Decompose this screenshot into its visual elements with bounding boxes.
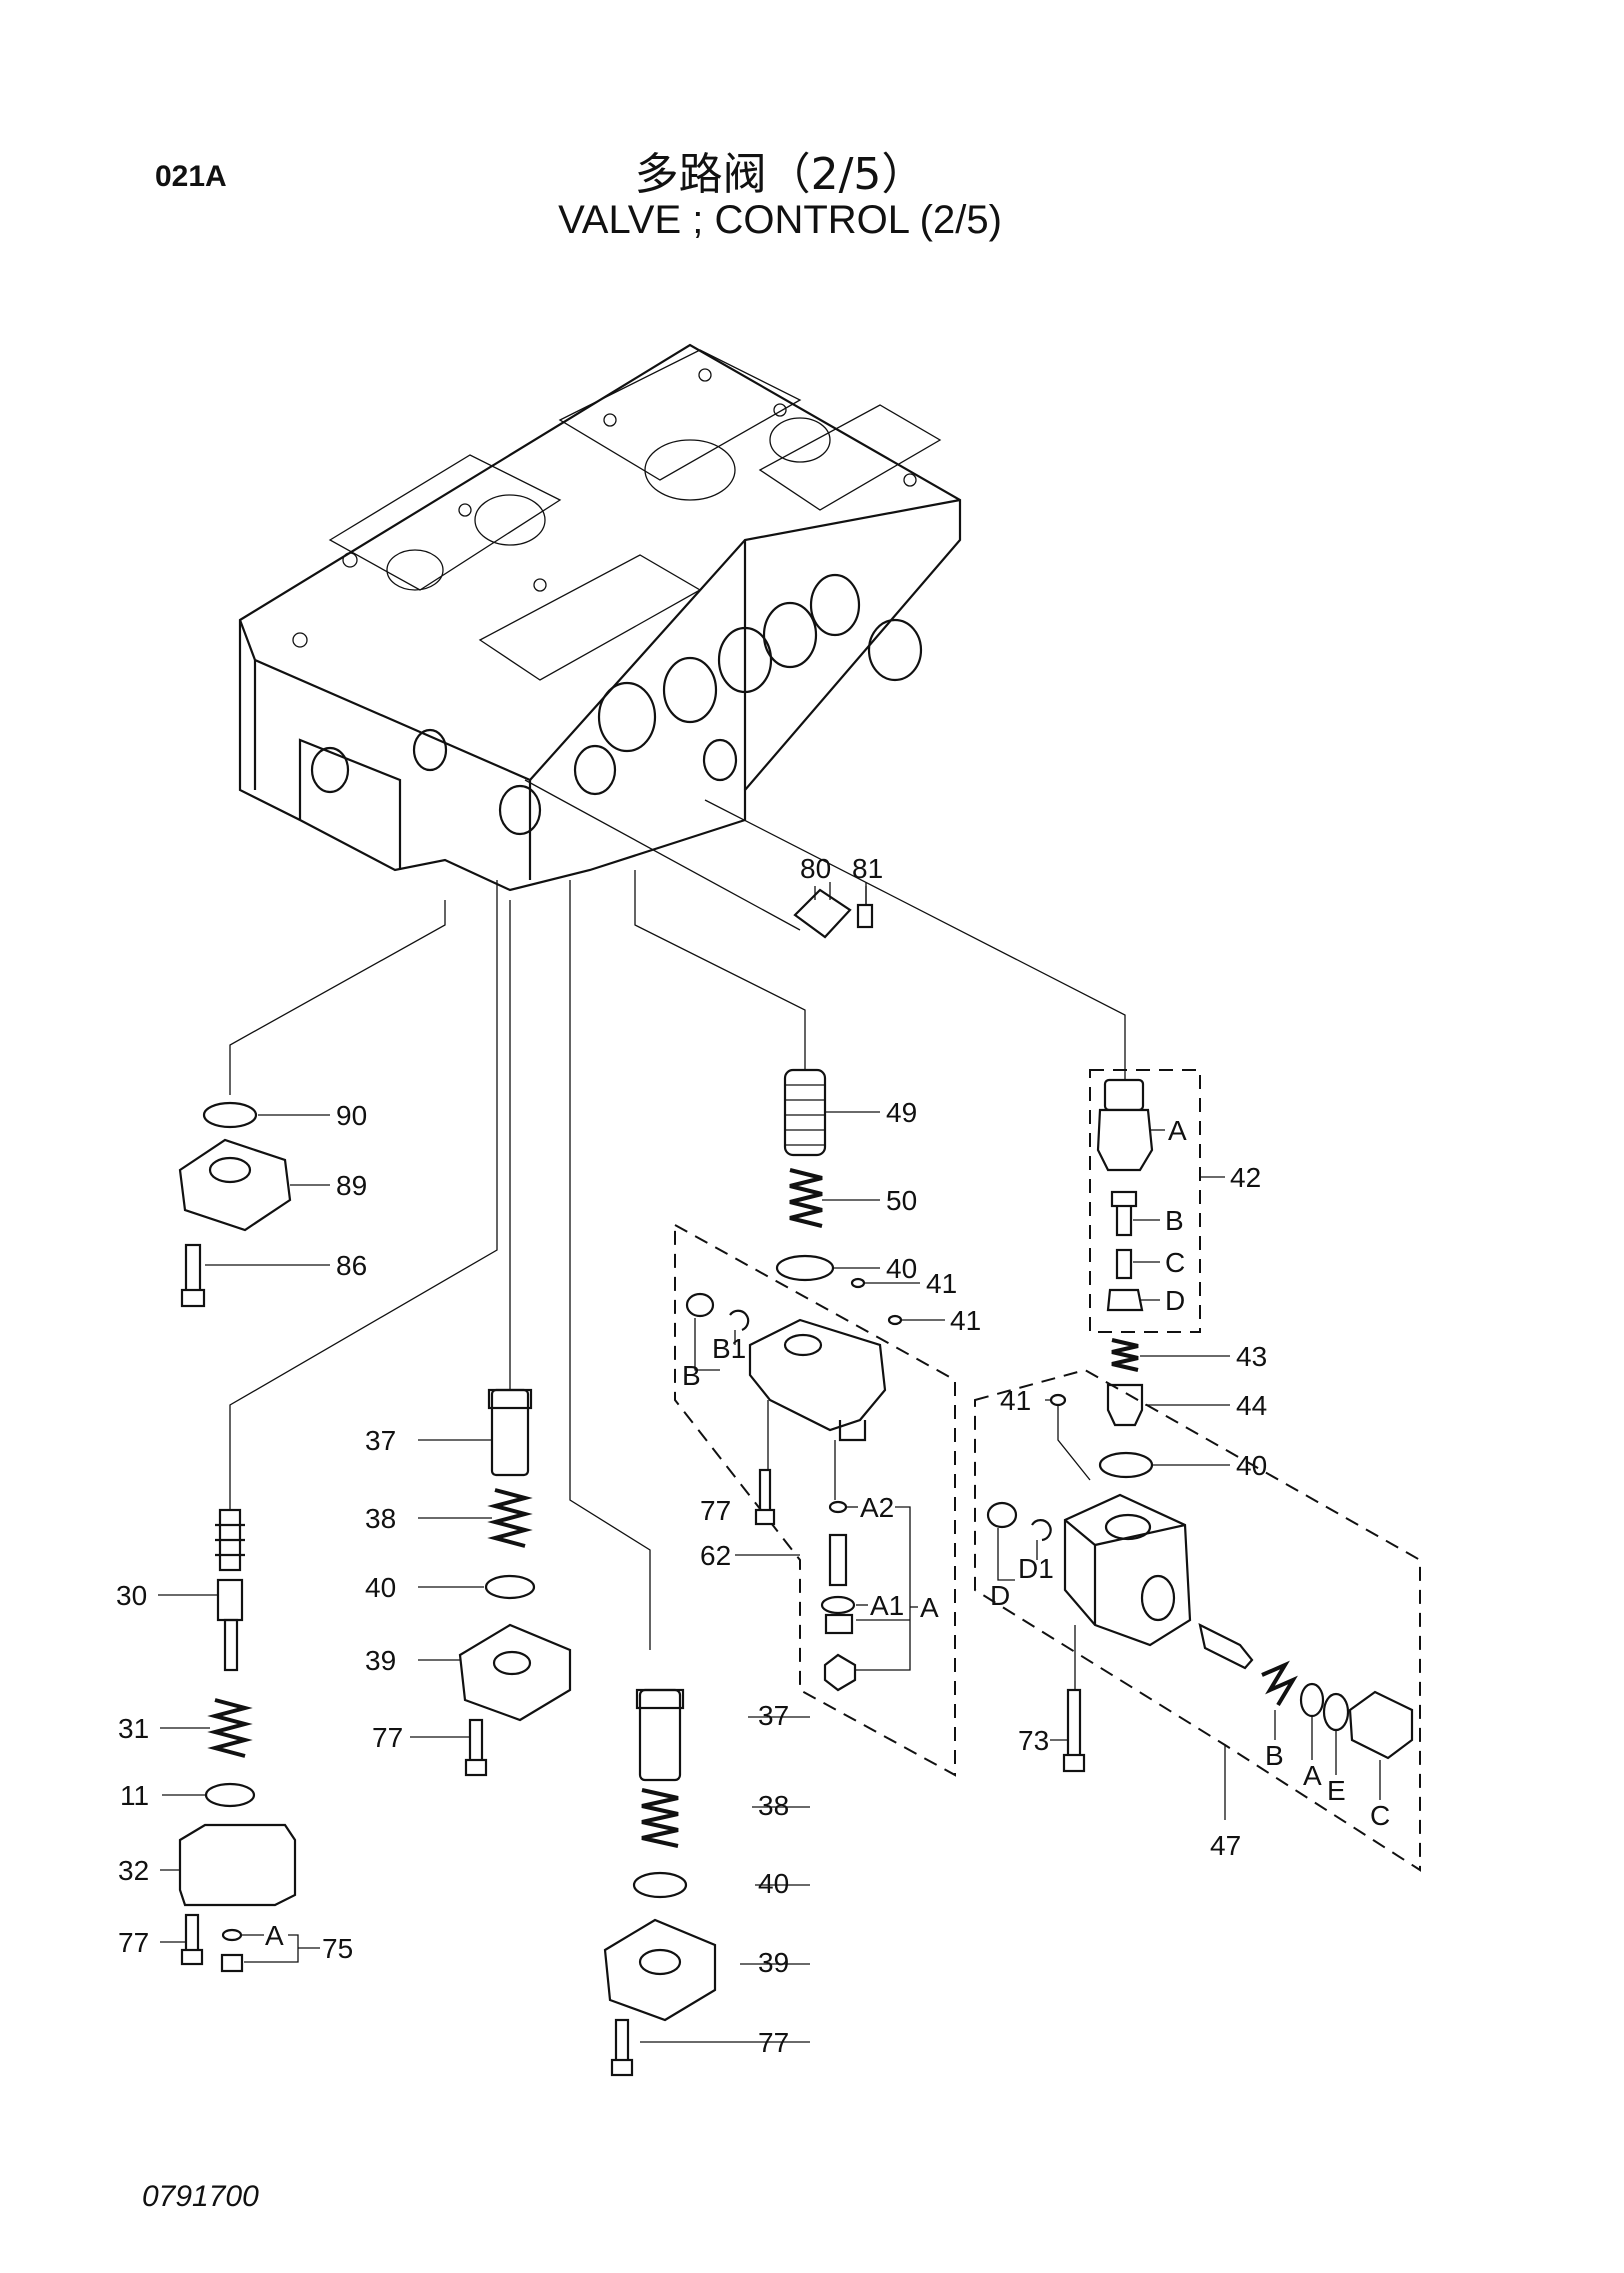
label-part-50: 50 bbox=[886, 1185, 917, 1216]
label-part-a: A bbox=[920, 1592, 939, 1623]
label-connectors bbox=[603, 882, 867, 2077]
label-part-90: 90 bbox=[336, 1100, 367, 1131]
label-part-37-right: 37 bbox=[758, 1700, 789, 1731]
label-part-42-c: C bbox=[1165, 1247, 1185, 1278]
label-part-42-a: A bbox=[1168, 1115, 1187, 1146]
label-part-a1: A1 bbox=[870, 1590, 904, 1621]
label-part-75-a: A bbox=[265, 1920, 284, 1951]
label-part-81: 81 bbox=[852, 853, 883, 884]
valve-body-drawing bbox=[238, 343, 962, 892]
label-part-40-left: 40 bbox=[365, 1572, 396, 1603]
label-part-37-left: 37 bbox=[365, 1425, 396, 1456]
label-part-42-b: B bbox=[1165, 1205, 1184, 1236]
middle-upper-stack bbox=[783, 1068, 880, 1228]
label-part-47-b: B bbox=[1265, 1740, 1284, 1771]
label-part-d1: D1 bbox=[1018, 1553, 1054, 1584]
label-part-40-lower: 40 bbox=[758, 1868, 789, 1899]
label-part-47-c: C bbox=[1370, 1800, 1390, 1831]
page-title-english: VALVE ; CONTROL (2/5) bbox=[558, 198, 1002, 242]
label-part-41-d: 41 bbox=[1000, 1385, 1031, 1416]
part-labels: 90 89 86 80 81 49 50 A 42 B C D 43 44 40… bbox=[116, 853, 1390, 2058]
label-part-89: 89 bbox=[336, 1170, 367, 1201]
label-part-49: 49 bbox=[886, 1097, 917, 1128]
right-lower-assembly bbox=[974, 1368, 1421, 1872]
label-part-41-b: 41 bbox=[950, 1305, 981, 1336]
label-part-80: 80 bbox=[800, 853, 831, 884]
label-part-a2: A2 bbox=[860, 1492, 894, 1523]
label-part-42: 42 bbox=[1230, 1162, 1261, 1193]
label-part-42-d: D bbox=[1165, 1285, 1185, 1316]
left-stack-upper bbox=[178, 1101, 330, 1308]
page-title-chinese: 多路阀（2/5） bbox=[634, 149, 926, 200]
label-part-43: 43 bbox=[1236, 1341, 1267, 1372]
label-part-73: 73 bbox=[1018, 1725, 1049, 1756]
label-part-75: 75 bbox=[322, 1933, 353, 1964]
label-part-38-right: 38 bbox=[758, 1790, 789, 1821]
label-part-39-right: 39 bbox=[758, 1947, 789, 1978]
label-part-39-left: 39 bbox=[365, 1645, 396, 1676]
leader-lines bbox=[229, 779, 1126, 1650]
left-stack-lower bbox=[158, 1508, 320, 1973]
label-part-b1: B1 bbox=[712, 1333, 746, 1364]
label-part-40-center: 40 bbox=[886, 1253, 917, 1284]
label-part-40-right: 40 bbox=[1236, 1450, 1267, 1481]
label-part-31: 31 bbox=[118, 1713, 149, 1744]
label-part-d: D bbox=[990, 1580, 1010, 1611]
middle-right-assembly bbox=[674, 1223, 956, 1777]
label-part-44: 44 bbox=[1236, 1390, 1267, 1421]
page-code: 021A bbox=[155, 160, 227, 193]
label-part-47-e: E bbox=[1327, 1775, 1346, 1806]
label-part-77-c: 77 bbox=[700, 1495, 731, 1526]
middle-left-stack bbox=[410, 1388, 572, 1777]
label-part-47: 47 bbox=[1210, 1830, 1241, 1861]
plate-80-and-screw-81 bbox=[793, 886, 874, 939]
label-part-38-left: 38 bbox=[365, 1503, 396, 1534]
label-part-b: B bbox=[682, 1360, 701, 1391]
right-upper-assembly bbox=[1089, 1069, 1230, 1479]
label-part-11: 11 bbox=[120, 1780, 149, 1811]
drawing-number: 0791700 bbox=[142, 2180, 259, 2213]
label-part-77-a: 77 bbox=[372, 1722, 403, 1753]
label-part-86: 86 bbox=[336, 1250, 367, 1281]
label-part-30: 30 bbox=[116, 1580, 147, 1611]
label-part-32: 32 bbox=[118, 1855, 149, 1886]
label-part-47-a: A bbox=[1303, 1760, 1322, 1791]
label-part-41-a: 41 bbox=[926, 1268, 957, 1299]
label-part-77-b: 77 bbox=[118, 1927, 149, 1958]
label-part-62: 62 bbox=[700, 1540, 731, 1571]
